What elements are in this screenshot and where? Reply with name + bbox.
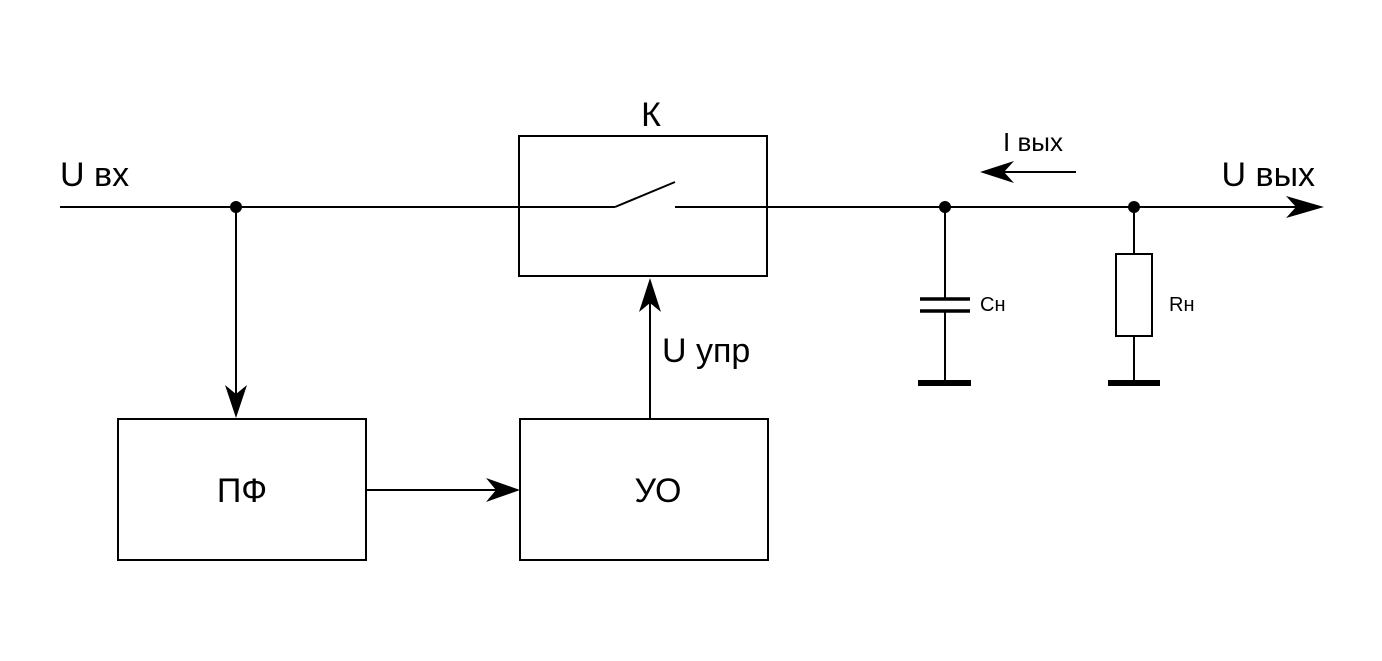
- output-current-arrow-icon: [980, 161, 1014, 183]
- control-device-label: УО: [635, 472, 682, 510]
- control-device-block: [519, 418, 769, 561]
- bandpass-filter-label: ПФ: [217, 472, 267, 510]
- filter-input-arrow-icon: [225, 385, 247, 418]
- filter-to-control-arrow-icon: [486, 478, 520, 502]
- control-voltage-arrow-icon: [639, 278, 661, 312]
- bandpass-filter-block: [117, 418, 367, 561]
- output-voltage-label: U вых: [1222, 156, 1316, 194]
- output-arrow-icon: [1286, 196, 1324, 218]
- resistor-body: [1115, 253, 1153, 337]
- switch-block-label: К: [641, 96, 661, 134]
- capacitor-label: Сн: [980, 294, 1006, 316]
- switch-block: [518, 135, 768, 277]
- switch-blade: [614, 181, 676, 208]
- resistor-label: Rн: [1169, 294, 1195, 316]
- output-current-label: I вых: [1003, 127, 1063, 157]
- control-voltage-label: U упр: [662, 332, 750, 370]
- input-voltage-label: U вх: [60, 156, 129, 194]
